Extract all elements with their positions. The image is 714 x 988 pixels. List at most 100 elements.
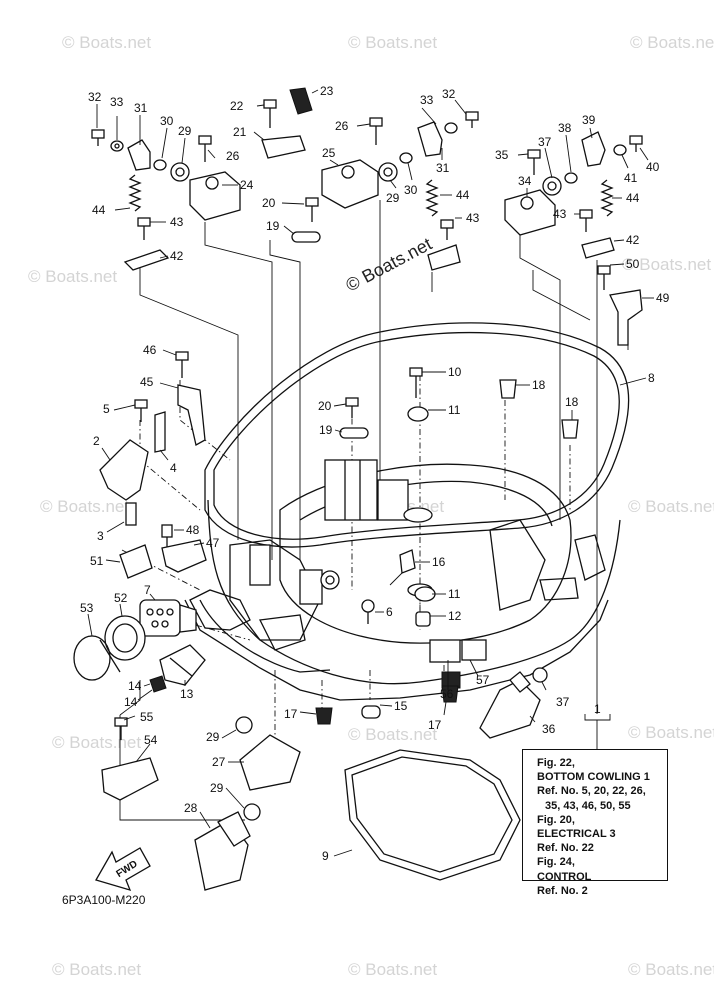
callout-label: 29 bbox=[210, 781, 224, 795]
callout-label: 39 bbox=[582, 113, 596, 127]
watermark: © Boats.net bbox=[348, 725, 437, 744]
callout-label: 20 bbox=[318, 399, 332, 413]
callout-label: 33 bbox=[110, 95, 124, 109]
callout-label: 38 bbox=[558, 121, 572, 135]
watermark: © Boats.net bbox=[628, 723, 714, 742]
watermark: © Boats.net bbox=[622, 255, 711, 274]
callout-label: 29 bbox=[206, 730, 220, 744]
watermark: © Boats.net bbox=[52, 960, 141, 979]
fwd-arrow: FWD bbox=[95, 847, 151, 892]
callout-label: 12 bbox=[448, 609, 462, 623]
callout-label: 19 bbox=[266, 219, 280, 233]
watermark: © Boats.net bbox=[630, 33, 714, 52]
callout-label: 37 bbox=[538, 135, 552, 149]
callout-label: 18 bbox=[565, 395, 579, 409]
callout-label: 37 bbox=[556, 695, 570, 709]
callout-label: 29 bbox=[386, 191, 400, 205]
callout-label: 44 bbox=[92, 203, 106, 217]
callout-label: 56 bbox=[440, 687, 454, 701]
callout-label: 53 bbox=[80, 601, 94, 615]
callout-label: 20 bbox=[262, 196, 276, 210]
callout-label: 17 bbox=[284, 707, 298, 721]
callout-label: 16 bbox=[432, 555, 446, 569]
callout-label: 27 bbox=[212, 755, 226, 769]
callout-label: 34 bbox=[518, 174, 532, 188]
callout-label: 32 bbox=[88, 90, 102, 104]
callout-label: 30 bbox=[160, 114, 174, 128]
callout-label: 26 bbox=[335, 119, 349, 133]
callout-label: 23 bbox=[320, 84, 334, 98]
callout-label: 49 bbox=[656, 291, 670, 305]
reference-notes-box: Fig. 22, BOTTOM COWLING 1 Ref. No. 5, 20… bbox=[522, 749, 668, 897]
leader-lines bbox=[87, 89, 654, 857]
ref-note-line: ELECTRICAL 3 bbox=[537, 828, 616, 841]
callout-label: 57 bbox=[476, 673, 490, 687]
callout-label: 33 bbox=[420, 93, 434, 107]
callout-label: 19 bbox=[319, 423, 333, 437]
callout-label: 43 bbox=[170, 215, 184, 229]
watermark-center: © Boats.net bbox=[342, 234, 435, 296]
callout-label: 26 bbox=[226, 149, 240, 163]
ref-note-line: Ref. No. 2 bbox=[537, 884, 588, 897]
callout-label: 7 bbox=[144, 583, 151, 597]
callout-label: 4 bbox=[170, 461, 177, 475]
ref-note-line: Ref. No. 22 bbox=[537, 842, 594, 855]
callout-label: 36 bbox=[542, 722, 556, 736]
watermark: © Boats.net bbox=[28, 267, 117, 286]
drawing-code: 6P3A100-M220 bbox=[62, 893, 146, 907]
callout-label: 50 bbox=[626, 257, 640, 271]
callout-label: 44 bbox=[626, 191, 640, 205]
callout-label: 44 bbox=[456, 188, 470, 202]
callout-label: 54 bbox=[144, 733, 158, 747]
callout-label: 25 bbox=[322, 146, 336, 160]
callout-label: 51 bbox=[90, 554, 104, 568]
small-parts bbox=[73, 87, 643, 891]
watermark: © Boats.net bbox=[348, 960, 437, 979]
ref-note-line: Fig. 22, bbox=[537, 757, 575, 769]
callout-label: 3 bbox=[97, 529, 104, 543]
callout-label: 5 bbox=[103, 402, 110, 416]
callout-label: 40 bbox=[646, 160, 660, 174]
callout-label: 42 bbox=[626, 233, 640, 247]
ref-note-line: BOTTOM COWLING 1 bbox=[537, 771, 650, 784]
callout-label: 31 bbox=[134, 101, 148, 115]
guide-lines bbox=[119, 200, 629, 821]
callout-label: 31 bbox=[436, 161, 450, 175]
watermark: © Boats.net bbox=[628, 960, 714, 979]
ref-note-line: CONTROL bbox=[537, 870, 592, 883]
callout-numbers: 32 33 31 30 29 26 24 22 23 21 20 19 25 2… bbox=[80, 84, 670, 863]
callout-label: 47 bbox=[206, 536, 220, 550]
callout-label: 32 bbox=[442, 87, 456, 101]
bottom-cowling bbox=[184, 322, 630, 701]
callout-label: 17 bbox=[428, 718, 442, 732]
watermark: © Boats.net bbox=[628, 497, 714, 516]
callout-label: 45 bbox=[140, 375, 154, 389]
callout-label: 1 bbox=[594, 702, 601, 716]
callout-label: 24 bbox=[240, 178, 254, 192]
callout-label: 48 bbox=[186, 523, 200, 537]
callout-label: 42 bbox=[170, 249, 184, 263]
ref-note-line: Fig. 20, bbox=[537, 813, 575, 826]
callout-label: 8 bbox=[648, 371, 655, 385]
callout-label: 52 bbox=[114, 591, 128, 605]
callout-label: 10 bbox=[448, 365, 462, 379]
watermark: © Boats.net bbox=[52, 733, 141, 752]
callout-label: 11 bbox=[448, 587, 461, 601]
watermark: © Boats.net bbox=[62, 33, 151, 52]
callout-label: 15 bbox=[394, 699, 408, 713]
callout-label: 55 bbox=[140, 710, 154, 724]
callout-label: 13 bbox=[180, 687, 194, 701]
ref-note-line: Fig. 24, bbox=[537, 856, 575, 869]
ref-note-line: Ref. No. 5, 20, 22, 26, bbox=[537, 785, 646, 798]
callout-label: 41 bbox=[624, 171, 638, 185]
callout-label: 2 bbox=[93, 434, 100, 448]
callout-label: 14 bbox=[128, 679, 142, 693]
callout-label: 21 bbox=[233, 125, 247, 139]
callout-label: 14 bbox=[124, 695, 138, 709]
callout-label: 43 bbox=[553, 207, 567, 221]
callout-label: 18 bbox=[532, 378, 546, 392]
watermark: © Boats.net bbox=[40, 497, 129, 516]
callout-label: 30 bbox=[404, 183, 418, 197]
callout-label: 6 bbox=[386, 605, 393, 619]
